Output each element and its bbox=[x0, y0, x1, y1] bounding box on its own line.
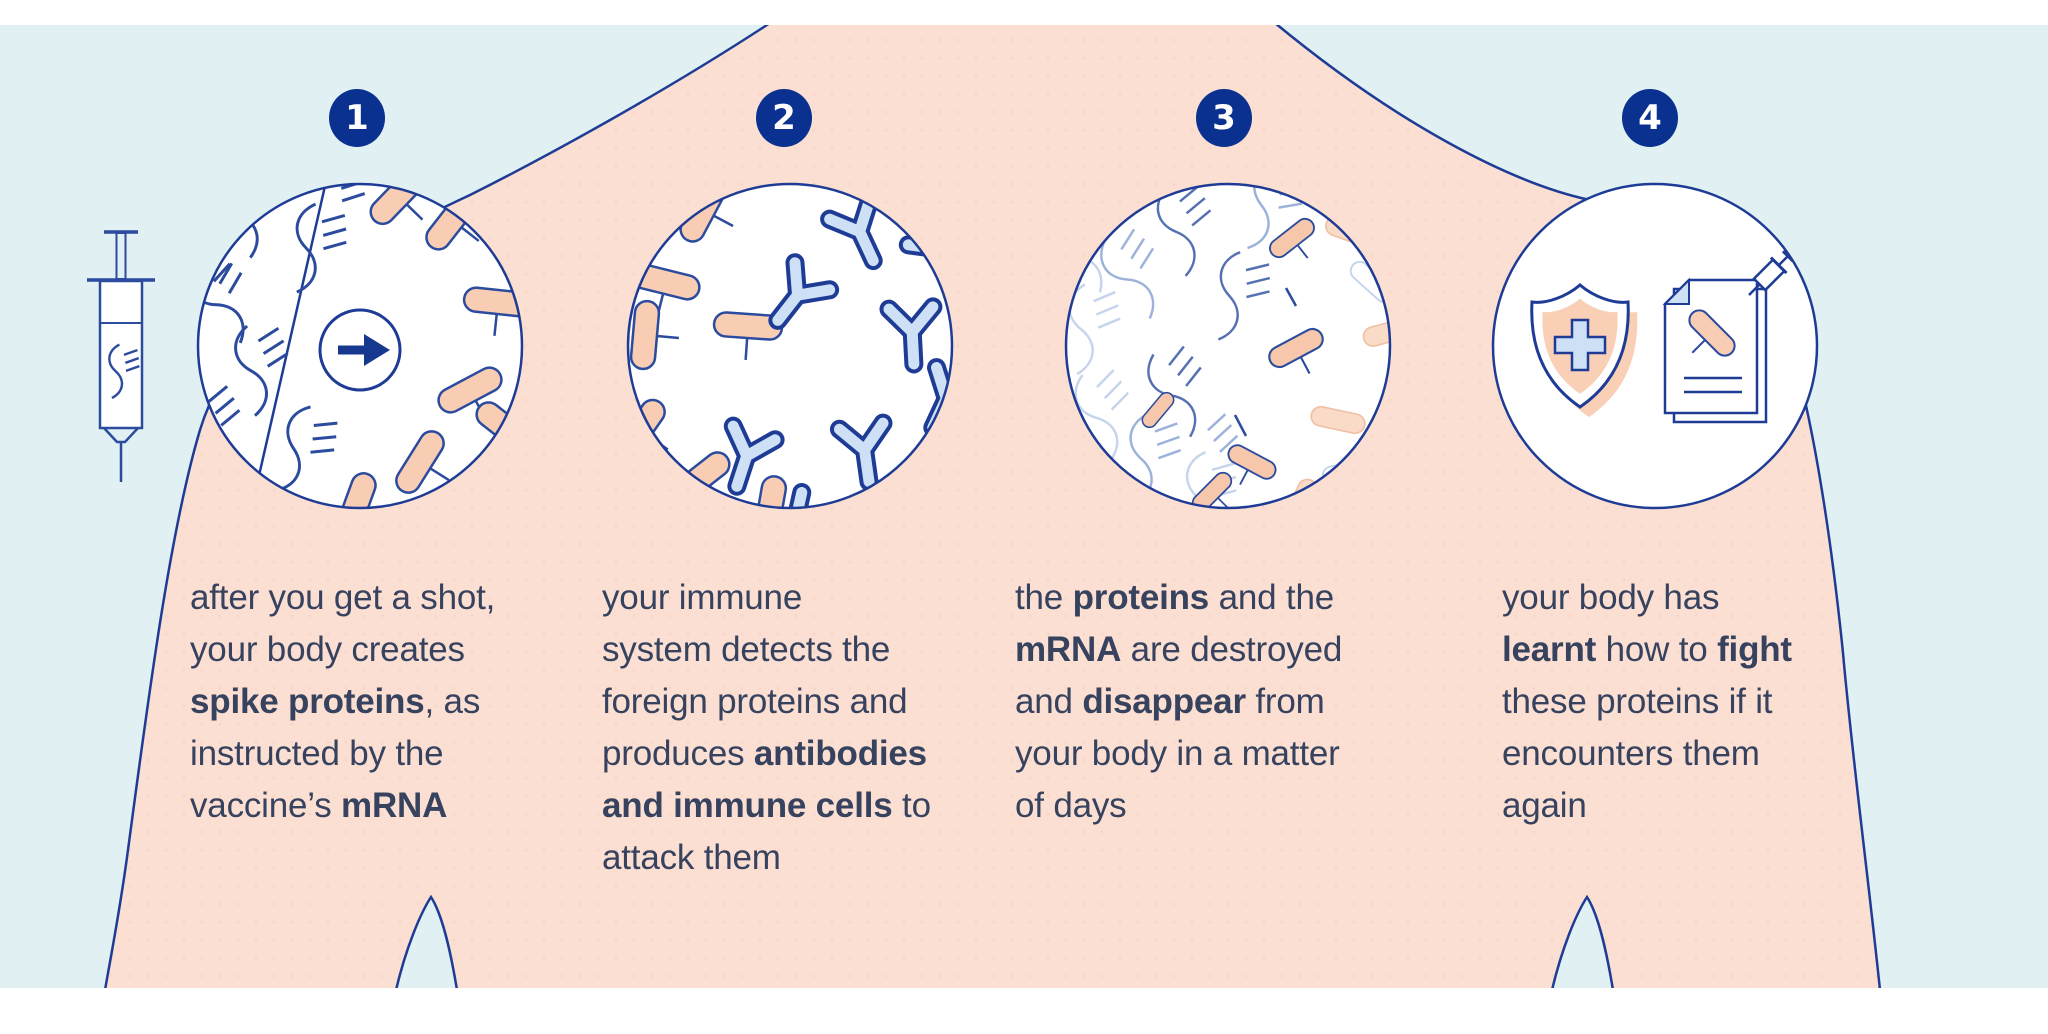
step-number-badge: 4 bbox=[1622, 89, 1678, 147]
step-text-line: produces antibodies bbox=[602, 734, 927, 773]
top-white-bar bbox=[0, 0, 2048, 25]
step-text-line: foreign proteins and bbox=[602, 682, 908, 721]
step-number: 2 bbox=[772, 98, 796, 138]
step4-circle bbox=[1491, 182, 1819, 510]
left-armpit-notch bbox=[394, 894, 459, 992]
step-text-line: mRNA are destroyed bbox=[1015, 630, 1343, 669]
step-text-line: encounters them bbox=[1502, 734, 1760, 773]
divider-line bbox=[256, 185, 327, 481]
step-text-line: instructed by the bbox=[190, 734, 444, 773]
bottom-white-bar bbox=[0, 988, 2048, 1034]
step2-circle bbox=[626, 182, 954, 510]
step-text-line: your body has bbox=[1502, 578, 1720, 617]
step-text-line: these proteins if it bbox=[1502, 682, 1773, 721]
step-text-line: your body in a matter bbox=[1015, 734, 1340, 773]
right-armpit-notch bbox=[1550, 894, 1615, 992]
step-text-line: spike proteins, as bbox=[190, 682, 481, 721]
step-text-line: the proteins and the bbox=[1015, 578, 1334, 617]
step-text-line: learnt how to fight bbox=[1502, 630, 1792, 669]
step3-circle bbox=[1064, 182, 1392, 510]
step-number: 3 bbox=[1212, 98, 1236, 138]
step1-circle bbox=[196, 182, 524, 510]
medical-cross-icon bbox=[1553, 318, 1607, 372]
step2-text: your immune system detects the foreign pro… bbox=[602, 572, 1022, 884]
body-silhouette bbox=[103, 21, 1882, 992]
step-text-line: and immune cells to bbox=[602, 786, 931, 825]
step-number: 1 bbox=[345, 98, 369, 138]
vaccination-record-icon bbox=[1662, 250, 1794, 424]
step-text-line: vaccine’s mRNA bbox=[190, 786, 448, 825]
step-text-line: your immune bbox=[602, 578, 803, 617]
step4-text: your body has learnt how to fight these pr… bbox=[1502, 572, 1922, 832]
step-number-badge: 3 bbox=[1196, 89, 1252, 147]
step-number-badge: 1 bbox=[329, 89, 385, 147]
step-text-line: attack them bbox=[602, 838, 781, 877]
step1-text: after you get a shot, your body creates sp… bbox=[190, 572, 610, 832]
step-number: 4 bbox=[1638, 98, 1662, 138]
step-text-line: after you get a shot, bbox=[190, 578, 496, 617]
step-text-line: of days bbox=[1015, 786, 1127, 825]
step-text-line: your body creates bbox=[190, 630, 465, 669]
arrow-icon bbox=[318, 308, 402, 392]
step-number-badge: 2 bbox=[756, 89, 812, 147]
syringe-record-icon bbox=[1748, 250, 1794, 296]
step3-text: the proteins and the mRNA are destroyed an… bbox=[1015, 572, 1435, 832]
step-text-line: again bbox=[1502, 786, 1587, 825]
syringe-icon bbox=[87, 230, 155, 482]
step-text-line: and disappear from bbox=[1015, 682, 1325, 721]
shield-icon bbox=[1530, 283, 1638, 417]
step-text-line: system detects the bbox=[602, 630, 891, 669]
